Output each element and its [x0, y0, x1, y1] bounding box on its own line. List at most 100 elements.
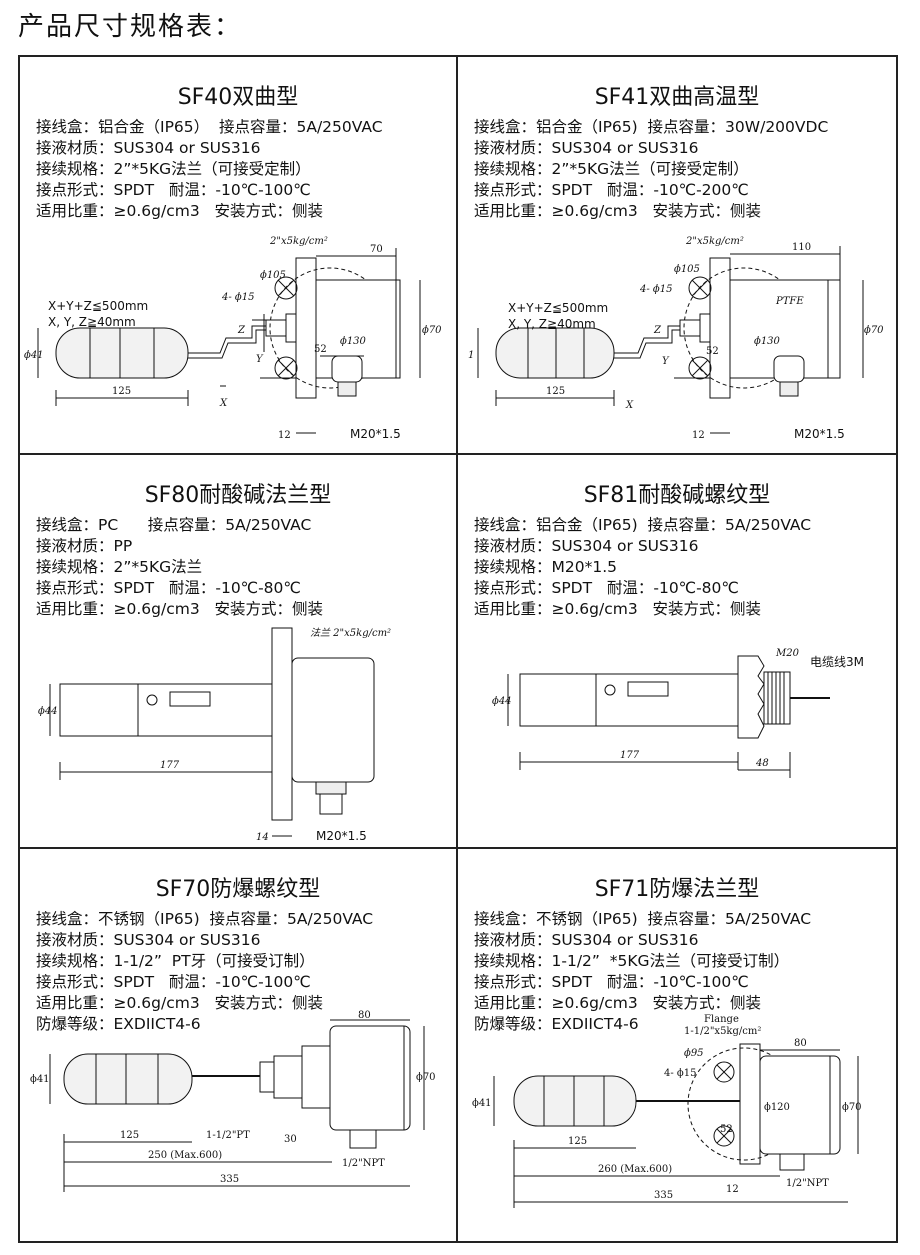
dimension-drawing-sf81: M20 电缆线3M ϕ44 177 48 [492, 648, 864, 778]
page-title: 产品尺寸规格表： [18, 12, 243, 42]
spec-list: 接线盒：不锈钢（IP65) 接点容量：5A/250VAC 接液材质：SUS304… [36, 909, 456, 1035]
dim-label: 80 [794, 1038, 807, 1049]
dim-label: 177 [620, 750, 640, 761]
spec-line: 接线盒：不锈钢（IP65) 接点容量：5A/250VAC [474, 910, 812, 928]
dim-label: 125 [120, 1130, 139, 1141]
spec-table: SF40双曲型 接线盒：铝合金（IP65） 接点容量：5A/250VAC 接液材… [18, 55, 898, 1243]
spec-line: 接点形式：SPDT 耐温：-10℃-100℃ [474, 973, 749, 991]
dim-label: ϕ41 [472, 1098, 492, 1109]
dim-label: ϕ70 [842, 1102, 862, 1113]
constraint-label: X, Y, Z≧40mm [48, 315, 136, 329]
spec-list: 接线盒：铝合金（IP65) 接点容量：5A/250VAC 接液材质：SUS304… [474, 515, 896, 620]
thread-label: M20*1.5 [794, 427, 845, 441]
flange-label: 2"x5kg/cm² [269, 236, 328, 247]
dim-label: 4- ϕ15 [664, 1068, 696, 1079]
dim-label: ϕ41 [30, 1074, 50, 1085]
dim-label: Z [237, 325, 246, 336]
dimension-drawing-sf41: X+Y+Z≦500mm X, Y, Z≧40mm 2"x5kg/cm² ϕ105… [468, 236, 884, 441]
spec-list: 接线盒：铝合金（IP65） 接点容量：5A/250VAC 接液材质：SUS304… [36, 117, 456, 222]
dim-label: 335 [654, 1190, 673, 1201]
spec-line: 防爆等级：EXDIICT4-6 [36, 1015, 201, 1033]
dim-label: 260 (Max.600) [598, 1164, 672, 1175]
dim-label: 1-1/2"PT [206, 1130, 250, 1141]
product-cell-sf40: SF40双曲型 接线盒：铝合金（IP65） 接点容量：5A/250VAC 接液材… [20, 57, 458, 455]
dim-label: 12 [726, 1184, 739, 1195]
dim-label: 125 [546, 386, 565, 397]
dim-label: 125 [568, 1136, 587, 1147]
dim-label: ϕ130 [754, 336, 781, 347]
dim-label: ϕ44 [492, 696, 512, 707]
spec-line: 接点形式：SPDT 耐温：-10℃-80℃ [36, 579, 301, 597]
spec-line: 接液材质：PP [36, 537, 133, 555]
flange-label: 2"x5kg/cm² [685, 236, 744, 247]
dim-label: ϕ44 [38, 706, 58, 717]
spec-line: 接续规格：M20*1.5 [474, 558, 617, 576]
spec-line: 接点形式：SPDT 耐温：-10℃-100℃ [36, 181, 311, 199]
dim-label: ϕ105 [260, 270, 286, 281]
product-cell-sf81: SF81耐酸碱螺纹型 接线盒：铝合金（IP65) 接点容量：5A/250VAC … [458, 455, 896, 849]
spec-line: 接线盒：PC 接点容量：5A/250VAC [36, 516, 312, 534]
product-cell-sf71: SF71防爆法兰型 接线盒：不锈钢（IP65) 接点容量：5A/250VAC 接… [458, 849, 896, 1241]
flange-label: Flange [704, 1014, 739, 1025]
dim-label: ϕ41 [24, 350, 44, 361]
dim-label: 125 [112, 386, 131, 397]
dim-label: 12 [278, 430, 291, 441]
product-title: SF71防爆法兰型 [594, 877, 760, 902]
product-cell-sf70: SF70防爆螺纹型 接线盒：不锈钢（IP65) 接点容量：5A/250VAC 接… [20, 849, 458, 1241]
spec-line: 接液材质：SUS304 or SUS316 [474, 537, 699, 555]
spec-list: 接线盒：铝合金（IP65) 接点容量：30W/200VDC 接液材质：SUS30… [474, 117, 896, 222]
spec-line: 接点形式：SPDT 耐温：-10℃-200℃ [474, 181, 749, 199]
dim-label: 80 [358, 1010, 371, 1021]
spec-line: 防爆等级：EXDIICT4-6 [474, 1015, 639, 1033]
spec-line: 接液材质：SUS304 or SUS316 [36, 931, 261, 949]
spec-line: 接续规格：2”*5KG法兰（可接受定制） [474, 160, 749, 178]
product-title: SF81耐酸碱螺纹型 [583, 483, 771, 508]
spec-line: 接续规格：1-1/2” *5KG法兰（可接受订制） [474, 952, 790, 970]
dim-label: 30 [284, 1134, 297, 1145]
spec-line: 适用比重：≥0.6g/cm3 安装方式：侧装 [36, 600, 323, 618]
spec-line: 接续规格：2”*5KG法兰 [36, 558, 203, 576]
dim-label: M20 [775, 648, 800, 659]
product-title: SF41双曲高温型 [594, 85, 760, 110]
constraint-label: X, Y, Z≧40mm [508, 317, 596, 331]
spec-list: 接线盒：PC 接点容量：5A/250VAC 接液材质：PP 接续规格：2”*5K… [36, 515, 456, 620]
dim-label: X [625, 400, 634, 411]
dim-label: X [219, 398, 228, 409]
spec-line: 接线盒：铝合金（IP65) 接点容量：5A/250VAC [474, 516, 812, 534]
spec-line: 适用比重：≥0.6g/cm3 安装方式：侧装 [36, 994, 323, 1012]
constraint-label: X+Y+Z≦500mm [48, 299, 148, 313]
dim-label: 335 [220, 1174, 239, 1185]
dim-label: 110 [792, 242, 811, 253]
dimension-drawing-sf71: Flange 1-1/2"x5kg/cm² ϕ95 4- ϕ15 ϕ41 ϕ12… [472, 1014, 862, 1208]
dim-label: Y [256, 354, 264, 365]
thread-label: M20*1.5 [316, 829, 367, 843]
dim-label: 52 [720, 1124, 733, 1135]
dim-label: 4- ϕ15 [639, 284, 672, 295]
spec-line: 接续规格：1-1/2” PT牙（可接受订制） [36, 952, 315, 970]
dim-label: 1 [468, 350, 474, 361]
dimension-drawing-sf40: X+Y+Z≦500mm X, Y, Z≧40mm 2"x5kg/cm² ϕ105… [24, 236, 442, 441]
spec-list: 接线盒：不锈钢（IP65) 接点容量：5A/250VAC 接液材质：SUS304… [474, 909, 896, 1035]
dim-label: 250 (Max.600) [148, 1150, 222, 1161]
spec-line: 接液材质：SUS304 or SUS316 [36, 139, 261, 157]
spec-line: 接续规格：2”*5KG法兰（可接受定制） [36, 160, 311, 178]
spec-line: 适用比重：≥0.6g/cm3 安装方式：侧装 [474, 600, 761, 618]
dim-label: ϕ70 [416, 1072, 436, 1083]
spec-line: 接液材质：SUS304 or SUS316 [474, 931, 699, 949]
spec-line: 适用比重：≥0.6g/cm3 安装方式：侧装 [36, 202, 323, 220]
dim-label: 177 [160, 760, 180, 771]
dim-label: ϕ70 [422, 325, 442, 336]
dim-label: 70 [370, 244, 383, 255]
cable-label: 电缆线3M [810, 655, 864, 669]
thread-label: M20*1.5 [350, 427, 401, 441]
material-label: PTFE [775, 296, 804, 307]
product-cell-sf80: SF80耐酸碱法兰型 接线盒：PC 接点容量：5A/250VAC 接液材质：PP… [20, 455, 458, 849]
product-title: SF70防爆螺纹型 [155, 877, 321, 902]
product-title: SF80耐酸碱法兰型 [144, 483, 332, 508]
dim-label: 14 [256, 832, 269, 843]
dim-label: 12 [692, 430, 705, 441]
spec-line: 适用比重：≥0.6g/cm3 安装方式：侧装 [474, 994, 761, 1012]
spec-line: 接线盒：不锈钢（IP65) 接点容量：5A/250VAC [36, 910, 374, 928]
dim-label: 52 [314, 344, 327, 355]
dim-label: Z [653, 325, 662, 336]
